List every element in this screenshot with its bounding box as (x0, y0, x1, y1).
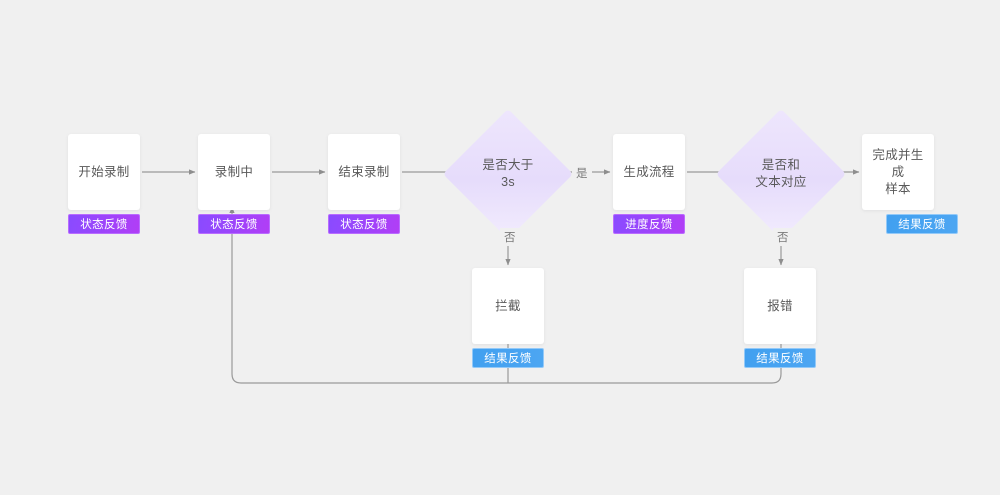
badge-result-error[interactable]: 结果反馈 (744, 348, 816, 368)
node-start-label: 开始录制 (78, 164, 130, 179)
node-error-label: 报错 (767, 298, 793, 313)
edge-label-yes-duration-text: 是 (576, 168, 588, 180)
badge-result-block-label: 结果反馈 (484, 353, 532, 365)
node-decision-text-match-label: 是否和 文本对应 (755, 158, 807, 189)
badge-status-start-label: 状态反馈 (80, 219, 128, 231)
edge-label-no-text-match-text: 否 (777, 232, 789, 244)
node-generate-flow-label: 生成流程 (623, 164, 675, 179)
node-recording-label: 录制中 (214, 164, 254, 179)
node-block[interactable]: 拦截 (472, 268, 544, 344)
badge-status-start[interactable]: 状态反馈 (68, 214, 140, 234)
badge-progress-generate-label: 进度反馈 (625, 219, 673, 231)
badge-status-end-label: 状态反馈 (340, 219, 388, 231)
node-generate-flow[interactable]: 生成流程 (613, 134, 685, 210)
edge-label-no-text-match: 否 (773, 228, 793, 246)
badge-result-complete[interactable]: 结果反馈 (886, 214, 958, 234)
badge-status-recording[interactable]: 状态反馈 (198, 214, 270, 234)
badge-result-block[interactable]: 结果反馈 (472, 348, 544, 368)
node-decision-text-match[interactable]: 是否和 文本对应 (715, 108, 847, 240)
edge-label-no-duration: 否 (500, 228, 520, 246)
node-complete-sample[interactable]: 完成并生成 样本 (862, 134, 934, 210)
node-decision-duration[interactable]: 是否大于 3s (442, 108, 574, 240)
node-end-recording[interactable]: 结束录制 (328, 134, 400, 210)
node-recording[interactable]: 录制中 (198, 134, 270, 210)
badge-result-complete-label: 结果反馈 (898, 219, 946, 231)
node-complete-sample-label: 完成并生成 样本 (872, 147, 924, 196)
node-error[interactable]: 报错 (744, 268, 816, 344)
badge-status-end[interactable]: 状态反馈 (328, 214, 400, 234)
node-block-label: 拦截 (495, 298, 521, 313)
badge-progress-generate[interactable]: 进度反馈 (613, 214, 685, 234)
badge-status-recording-label: 状态反馈 (210, 219, 258, 231)
node-start[interactable]: 开始录制 (68, 134, 140, 210)
edge-label-no-duration-text: 否 (504, 232, 516, 244)
edge-label-yes-duration: 是 (572, 164, 592, 182)
node-decision-duration-label: 是否大于 3s (482, 158, 534, 189)
badge-result-error-label: 结果反馈 (756, 353, 804, 365)
node-end-recording-label: 结束录制 (338, 164, 390, 179)
